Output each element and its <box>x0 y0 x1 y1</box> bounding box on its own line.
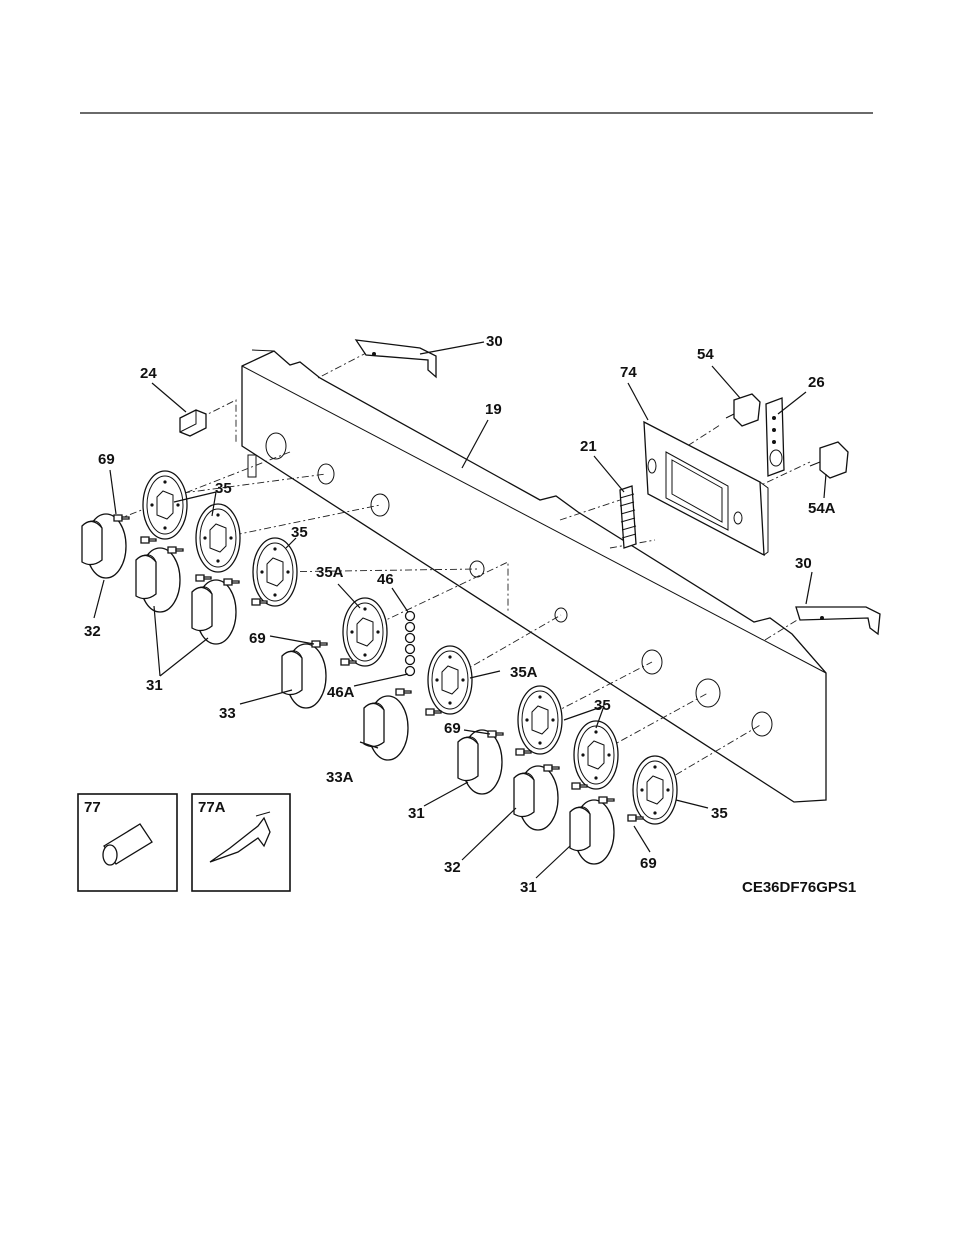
screw-69 <box>140 536 157 544</box>
callout-31: 31 <box>408 805 425 822</box>
callout-30: 30 <box>795 555 812 572</box>
knob-31 <box>135 547 181 613</box>
bezel-plate-35 <box>517 685 563 755</box>
inset-label-77: 77 <box>84 799 101 816</box>
callout-33A: 33A <box>326 769 354 786</box>
callout-69: 69 <box>249 630 266 647</box>
bezel-plate-35A <box>342 597 388 667</box>
bracket-74 <box>643 420 769 557</box>
knob-33 <box>281 643 327 709</box>
callout-31: 31 <box>146 677 163 694</box>
screw-69 <box>395 688 412 696</box>
callout-35: 35 <box>594 697 611 714</box>
screw-69 <box>223 578 240 586</box>
callout-69: 69 <box>640 855 657 872</box>
bezel-plate-35 <box>142 470 188 540</box>
callout-31: 31 <box>520 879 537 896</box>
leader-lines <box>93 341 827 879</box>
bezel-plate-35 <box>195 503 241 573</box>
callout-35A: 35A <box>316 564 344 581</box>
inset-label-77A: 77A <box>198 799 226 816</box>
model-code: CE36DF76GPS1 <box>742 879 856 896</box>
knob-33A <box>363 695 409 761</box>
screw-69 <box>487 730 504 738</box>
callout-32: 32 <box>444 859 461 876</box>
bezel-plate-35 <box>632 755 678 825</box>
callout-35: 35 <box>291 524 308 541</box>
callout-35A: 35A <box>510 664 538 681</box>
inset-box-77A: 77A <box>191 793 291 892</box>
inset-box-77: 77 <box>77 793 178 892</box>
knob-32 <box>513 765 559 831</box>
screw-69 <box>543 764 560 772</box>
bezel-plate-35 <box>573 720 619 790</box>
knob-31 <box>191 579 237 645</box>
callout-54: 54 <box>697 346 714 363</box>
callout-69: 69 <box>444 720 461 737</box>
callout-labels: 30 24 19 74 54 26 21 54A 69 35 35 32 31 … <box>84 333 836 896</box>
switch-54 <box>725 393 761 427</box>
callout-69: 69 <box>98 451 115 468</box>
knob-31 <box>569 799 615 865</box>
screw-69 <box>195 574 212 582</box>
callout-35: 35 <box>215 480 232 497</box>
callout-46A: 46A <box>327 684 355 701</box>
callout-26: 26 <box>808 374 825 391</box>
callout-21: 21 <box>580 438 597 455</box>
callout-19: 19 <box>485 401 502 418</box>
screw-69 <box>311 640 328 648</box>
callout-30: 30 <box>486 333 503 350</box>
indicator-lights-21 <box>619 485 637 549</box>
screw-69 <box>598 796 615 804</box>
switch-54A <box>809 441 849 479</box>
callout-46: 46 <box>377 571 394 588</box>
end-cap-30-right <box>795 606 881 636</box>
screw-69 <box>167 546 184 554</box>
led-strip-46 <box>404 610 416 677</box>
bezel-plate-35A <box>427 645 473 715</box>
board-26 <box>765 397 785 477</box>
callout-74: 74 <box>620 364 637 381</box>
callout-32: 32 <box>84 623 101 640</box>
end-cap-30-top <box>354 339 437 379</box>
knob-32 <box>81 513 127 579</box>
callout-33: 33 <box>219 705 236 722</box>
callout-54A: 54A <box>808 500 836 517</box>
rocker-switch-24 <box>179 409 207 437</box>
callout-24: 24 <box>140 365 157 382</box>
callout-35: 35 <box>711 805 728 822</box>
bezel-plate-35 <box>252 537 298 607</box>
